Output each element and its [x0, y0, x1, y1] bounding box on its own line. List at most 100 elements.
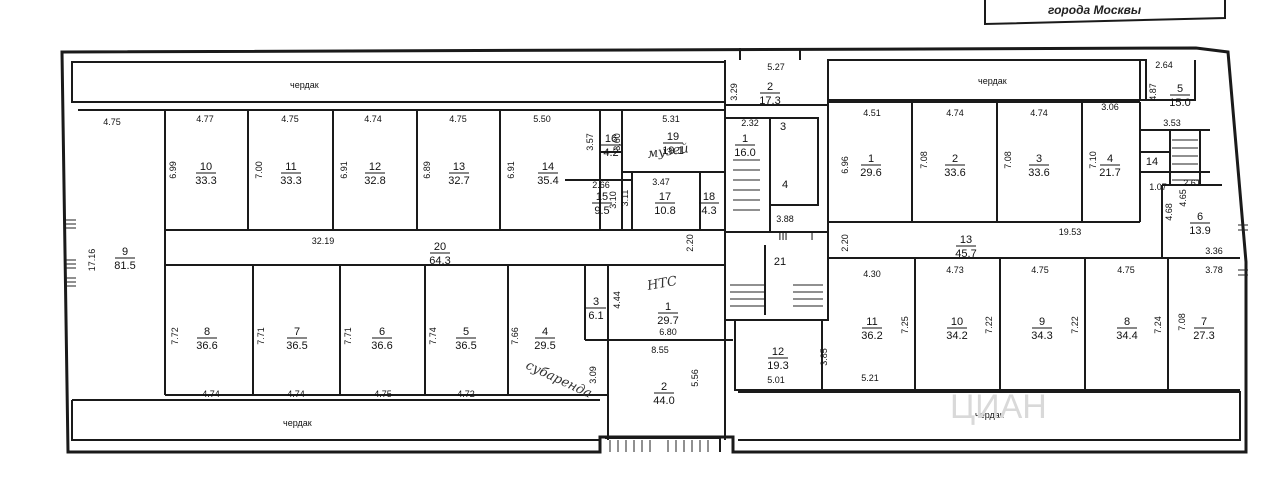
handwritten-note-nts: НТС	[645, 274, 678, 294]
dimension-label: 7.08	[919, 151, 929, 169]
room-right-2: 233.6	[944, 153, 965, 179]
room-area: 35.4	[537, 175, 558, 187]
room-area: 64.3	[429, 255, 450, 267]
room-number: 7	[1201, 316, 1207, 328]
dimension-label: 3.06	[1101, 102, 1119, 112]
dimension-label: 1.07	[1149, 182, 1167, 192]
windows	[66, 219, 1248, 452]
right-block-walls	[738, 60, 1240, 391]
room-number: 4	[542, 326, 548, 338]
room-number: 17	[659, 191, 671, 203]
room-area: 6.1	[588, 310, 603, 322]
room-area: 21.7	[1099, 167, 1120, 179]
dimension-label: 7.08	[1003, 151, 1013, 169]
dimension-label: 4.51	[863, 108, 881, 118]
dimension-label: 4.75	[103, 117, 121, 127]
room-number: 3	[1036, 153, 1042, 165]
attic-label-bottom-left: чердак	[283, 418, 312, 428]
dimension-label: 4.75	[449, 114, 467, 124]
dimension-label: 3.88	[776, 214, 794, 224]
dimension-label: 19.53	[1059, 227, 1082, 237]
room-right-9: 934.3	[1031, 316, 1052, 342]
dimension-label: 3.57	[585, 133, 595, 151]
dimension-label: 7.22	[984, 316, 994, 334]
dimension-label: 4.44	[612, 291, 622, 309]
dimension-label: 3.53	[1163, 118, 1181, 128]
dimension-label: 3.47	[652, 177, 670, 187]
room-area: 33.3	[280, 175, 301, 187]
room-left-15: 159.5	[592, 191, 612, 217]
attic-label-top-right: чердак	[978, 76, 1007, 86]
dimension-label: 5.21	[861, 373, 879, 383]
dimension-label: 4.74	[946, 108, 964, 118]
room-number: 8	[204, 326, 210, 338]
dimension-label: 8.55	[651, 345, 669, 355]
dimension-label: 5.50	[533, 114, 551, 124]
dimension-label: 4.74	[1030, 108, 1048, 118]
dimension-label: 6.99	[168, 161, 178, 179]
room-number: 2	[952, 153, 958, 165]
room-area: 32.8	[364, 175, 385, 187]
room-area: 29.5	[534, 340, 555, 352]
dimension-label: 3.60	[612, 133, 622, 151]
room-center-I: I	[810, 231, 813, 243]
room-number: 6	[1197, 211, 1203, 223]
room-area: 81.5	[114, 260, 135, 272]
room-right-4: 421.7	[1099, 153, 1120, 179]
dimension-label: 7.71	[256, 327, 266, 345]
room-center-21: 21	[774, 256, 786, 268]
room-area: 29.6	[860, 167, 881, 179]
dimension-label: 7.00	[254, 161, 264, 179]
room-left-20: 20 64.3	[429, 241, 450, 267]
room-right-14: 14	[1146, 156, 1158, 168]
room-left-4: 429.5	[534, 326, 555, 352]
room-number: 21	[774, 256, 786, 268]
room-labels: 981.51033.31133.31232.81332.71435.4164.2…	[114, 81, 1214, 407]
dimension-label: 4.74	[364, 114, 382, 124]
room-right-7: 727.3	[1193, 316, 1214, 342]
room-area: 9.5	[594, 205, 609, 217]
room-left-18: 184.3	[699, 191, 719, 217]
room-number: 20	[434, 241, 446, 253]
room-right-13: 13 45.7	[955, 234, 976, 260]
room-left-9: 981.5	[114, 246, 135, 272]
room-area: 36.6	[196, 340, 217, 352]
room-right-6: 613.9	[1189, 211, 1210, 237]
room-number: 13	[960, 234, 972, 246]
room-center-4: 4	[782, 179, 788, 191]
room-right-3: 333.6	[1028, 153, 1049, 179]
room-left-5: 536.5	[455, 326, 476, 352]
room-number: 1	[665, 301, 671, 313]
room-right-1: 129.6	[860, 153, 881, 179]
room-number: 4	[1107, 153, 1113, 165]
room-area: 33.6	[1028, 167, 1049, 179]
room-area: 19.3	[767, 360, 788, 372]
room-number: 15	[596, 191, 608, 203]
room-left-7: 736.5	[286, 326, 307, 352]
room-area: 32.7	[448, 175, 469, 187]
room-number: 19	[667, 131, 679, 143]
room-number: 3	[780, 121, 786, 133]
room-area: 4.3	[701, 205, 716, 217]
dimension-label: 6.89	[422, 161, 432, 179]
room-center-2: 217.3	[759, 81, 780, 107]
dimension-label: 7.71	[343, 327, 353, 345]
dimension-label: 4.75	[1117, 265, 1135, 275]
dimension-label: 3.11	[620, 190, 630, 207]
room-area: 34.4	[1116, 330, 1137, 342]
dimension-label: 5.56	[690, 369, 700, 387]
room-number: 13	[453, 161, 465, 173]
room-area: 4.2	[603, 147, 618, 159]
room-left-6: 636.6	[371, 326, 392, 352]
dimension-label: 4.75	[374, 389, 392, 399]
room-area: 45.7	[955, 248, 976, 260]
room-number: 6	[379, 326, 385, 338]
room-area: 34.2	[946, 330, 967, 342]
dimension-label: 5.31	[662, 114, 680, 124]
dimension-label: 3.36	[1205, 246, 1223, 256]
dimension-label: 2.20	[685, 234, 695, 252]
